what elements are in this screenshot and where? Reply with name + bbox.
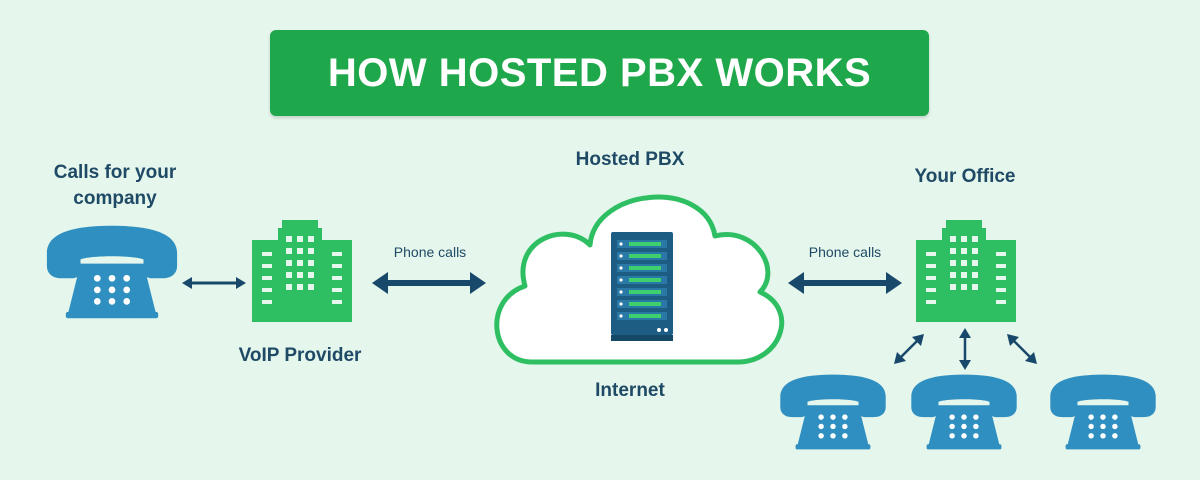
your-office-label: Your Office [914,166,1016,187]
office-to-phone-middle-arrow-icon [959,328,971,370]
phone-calls-right-arrow-icon [788,272,902,294]
server-rack-icon [611,232,673,341]
calls-label-line1: Calls for your [53,162,177,183]
office-telephone-icon-3 [1050,374,1156,450]
office-telephone-icon-1 [780,374,886,450]
phone-calls-right-label: Phone calls [808,244,882,260]
phone-calls-left-label: Phone calls [393,244,467,260]
office-to-phone-right-arrow-icon [1007,334,1037,364]
office-telephone-icon-2 [911,374,1017,450]
your-office-building-icon [916,220,1016,322]
phone-calls-left-arrow-icon [372,272,486,294]
hosted-pbx-label: Hosted PBX [575,149,685,170]
double-arrow-icon [182,277,246,289]
voip-provider-label: VoIP Provider [238,345,362,366]
diagram-title: HOW HOSTED PBX WORKS [327,50,872,95]
voip-provider-building-icon [252,220,352,322]
caller-telephone-icon [46,225,178,319]
calls-for-company-label: Calls for your company [25,160,205,212]
title-banner: HOW HOSTED PBX WORKS [270,30,929,116]
calls-label-line2: company [73,188,157,209]
office-to-phone-left-arrow-icon [894,334,924,364]
internet-label: Internet [595,380,665,401]
